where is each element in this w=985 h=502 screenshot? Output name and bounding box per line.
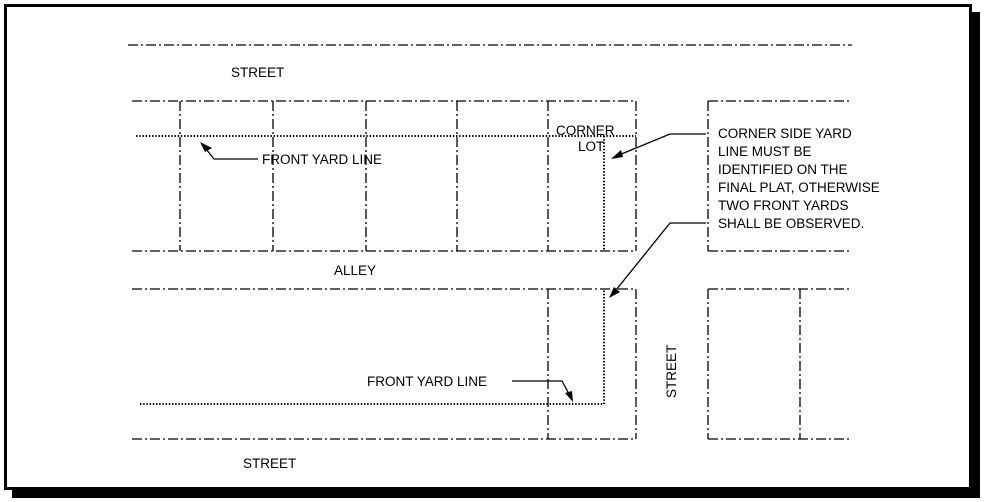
upper-lot-lines — [179, 101, 549, 251]
lower-block — [132, 288, 637, 440]
street-label-bottom: STREET — [243, 456, 296, 471]
front-yard-line-label-bottom: FRONT YARD LINE — [367, 374, 487, 389]
upper-right-block — [707, 100, 852, 252]
street-label-vertical: STREET — [664, 345, 679, 398]
note-line: LINE MUST BE — [718, 144, 812, 159]
corner-lot-label-line2: LOT — [578, 139, 604, 154]
front-yard-line-label-top: FRONT YARD LINE — [262, 152, 382, 167]
note-line: CORNER SIDE YARD — [718, 126, 852, 141]
front-yard-line-bottom-path — [140, 289, 605, 405]
leader-front-yard-bottom — [512, 380, 573, 402]
street-label-top: STREET — [231, 65, 284, 80]
upper-block — [132, 100, 637, 252]
lower-right-block — [707, 288, 852, 440]
corner-side-yard-note: CORNER SIDE YARD LINE MUST BE IDENTIFIED… — [718, 126, 880, 231]
note-line: SHALL BE OBSERVED. — [718, 216, 864, 231]
drawing-frame — [4, 4, 972, 490]
leader-front-yard-top — [200, 142, 258, 160]
note-line: TWO FRONT YARDS — [718, 198, 849, 213]
leader-corner-lot-top — [611, 133, 706, 159]
note-line: FINAL PLAT, OTHERWISE — [718, 180, 880, 195]
note-line: IDENTIFIED ON THE — [718, 162, 848, 177]
corner-lot-label-line1: CORNER — [556, 123, 615, 138]
alley-label: ALLEY — [334, 263, 376, 278]
leader-corner-lot-bottom — [609, 222, 706, 298]
